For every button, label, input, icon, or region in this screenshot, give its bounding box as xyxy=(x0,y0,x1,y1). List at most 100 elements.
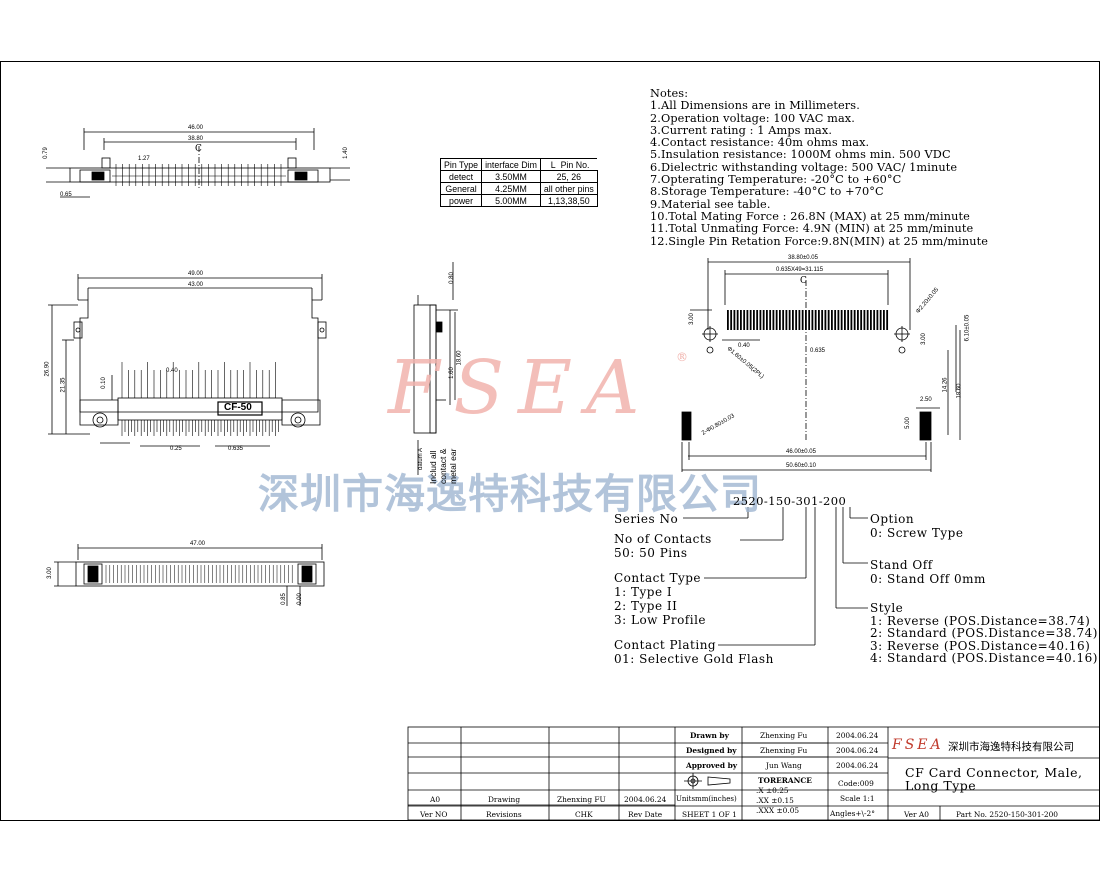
pcb-pad xyxy=(782,310,785,330)
dim-label: 0.80 xyxy=(448,272,455,284)
company-name: 深圳市海逸特科技有限公司 xyxy=(948,741,1074,753)
dim-label: 0.40 xyxy=(738,343,750,349)
rev-header-ver: Ver NO xyxy=(420,810,448,819)
pin-table-cell: 3.50MM xyxy=(481,170,541,183)
title-block-lines xyxy=(407,726,1100,821)
cf-50-label: CF-50 xyxy=(224,402,252,413)
drawn-date: 2004.06.24 xyxy=(836,731,879,740)
pin-table-cell: 5.00MM xyxy=(481,194,541,207)
rev-header-date: Rev Date xyxy=(628,810,663,819)
dim-label: 0.00 xyxy=(296,593,303,605)
pin-table-header: L Pin No. xyxy=(539,158,598,171)
note-line: 6.Dielectric withstanding voltage: 500 V… xyxy=(650,160,958,174)
pcb-pad xyxy=(873,310,876,330)
pcb-pad xyxy=(827,310,830,330)
pin-table-header: interface Dim xyxy=(481,158,541,171)
dim-label: 3.00 xyxy=(688,313,695,325)
approved-label: Approved by xyxy=(686,761,738,770)
connector-title: CF Card Connector, Male, Long Type xyxy=(905,765,1083,793)
pcb-view xyxy=(681,258,961,472)
rev-chk: Zhenxing FU xyxy=(557,795,606,804)
tolerance-title: TORERANCE xyxy=(758,776,812,785)
pcb-pad xyxy=(811,310,814,330)
pcb-pad xyxy=(860,310,863,330)
pcb-pad xyxy=(743,310,746,330)
pcb-pad xyxy=(795,310,798,330)
pcb-pad xyxy=(808,310,811,330)
rev-header-revisions: Revisions xyxy=(486,810,522,819)
dim-label: 0.85 xyxy=(280,593,287,605)
pcb-pad xyxy=(733,310,736,330)
dim-label: 0.79 xyxy=(42,147,49,159)
dim-label: 0.25 xyxy=(170,446,182,452)
angles-label: Angles+\-2° xyxy=(830,809,875,818)
pcb-pad xyxy=(798,310,801,330)
centerline-mark: C xyxy=(195,144,202,154)
pin-table-cell: 25, 26 xyxy=(539,170,598,183)
ver-label: Ver A0 xyxy=(904,810,929,819)
dim-label: 50.60±0.10 xyxy=(786,463,816,469)
drawn-label: Drawn by xyxy=(690,731,729,740)
pcb-pad xyxy=(740,310,742,330)
pcb-pad xyxy=(834,310,837,330)
top-view xyxy=(46,128,350,198)
note-line: 7.Opterating Temperature: -20°C to +60°C xyxy=(650,173,902,187)
dim-label: 46.00 xyxy=(188,125,204,131)
note-line: 3.Current rating : 1 Amps max. xyxy=(650,123,833,137)
note-line: 12.Single Pin Retation Force:9.8N(MIN) a… xyxy=(650,234,989,248)
notes-block: Notes:1.All Dimensions are in Millimeter… xyxy=(650,87,989,248)
pcb-pad xyxy=(876,310,879,330)
drawn-name: Zhenxing Fu xyxy=(760,731,808,740)
rev-description: Drawing xyxy=(488,795,521,804)
pin-table-header: Pin Type xyxy=(439,158,483,171)
dim-label: 5.00 xyxy=(904,417,911,429)
pcb-pad xyxy=(837,310,840,330)
pin-table-cell: all other pins xyxy=(539,182,598,195)
pcb-pad xyxy=(853,310,856,330)
dim-label: 3.00 xyxy=(920,333,927,345)
pcb-pad xyxy=(847,310,850,330)
dim-label: 2.50 xyxy=(920,397,932,403)
dim-label: 18.60 xyxy=(456,350,463,366)
dim-label: 0.65 xyxy=(60,192,72,198)
dim-label: 1.27 xyxy=(138,156,150,162)
pcb-pad xyxy=(749,310,752,330)
pin-table-cell: detect xyxy=(439,170,483,183)
contact-type-block: Contact Type 1: Type I 2: Type II 3: Low… xyxy=(614,571,707,627)
pcb-pad xyxy=(753,310,755,330)
pin-table-cell: power xyxy=(439,194,483,207)
dim-label: 26.90 xyxy=(44,361,51,377)
pcb-pad xyxy=(814,310,817,330)
dim-label: 1.60 xyxy=(448,367,455,379)
series-no-label: Series No xyxy=(614,512,679,526)
approved-name: Jun Wang xyxy=(766,761,802,770)
rev-ver: A0 xyxy=(430,795,441,804)
designed-date: 2004.06.24 xyxy=(836,746,879,755)
pcb-pad xyxy=(831,310,833,330)
pcb-pad xyxy=(746,310,749,330)
pcb-pad xyxy=(818,310,820,330)
style-block: Style 1: Reverse (POS.Distance=38.74) 2:… xyxy=(870,601,1098,666)
pcb-pad xyxy=(883,310,885,330)
centerline-mark: C xyxy=(800,276,807,286)
dim-label: 0.40 xyxy=(166,368,178,374)
code-label: Code:009 xyxy=(838,779,874,788)
pcb-pad xyxy=(857,310,859,330)
pcb-pad xyxy=(850,310,853,330)
units-label: Unitsmm(inches) xyxy=(676,795,737,803)
note-line: 10.Total Mating Force : 26.8N (MAX) at 2… xyxy=(650,209,970,223)
dim-label: 49.00 xyxy=(188,271,204,277)
pin-table-cell: 1,13,38,50 xyxy=(539,194,598,207)
rev-date: 2004.06.24 xyxy=(624,795,667,804)
pcb-pad xyxy=(824,310,827,330)
pcb-pad xyxy=(801,310,804,330)
tolerance-list: .X ±0.25 .XX ±0.15 .XXX ±0.05 xyxy=(756,786,800,815)
dim-label: 43.00 xyxy=(188,282,204,288)
note-line: 5.Insulation resistance: 1000M ohms min.… xyxy=(650,148,951,162)
pin-table-cell: General xyxy=(439,182,483,195)
